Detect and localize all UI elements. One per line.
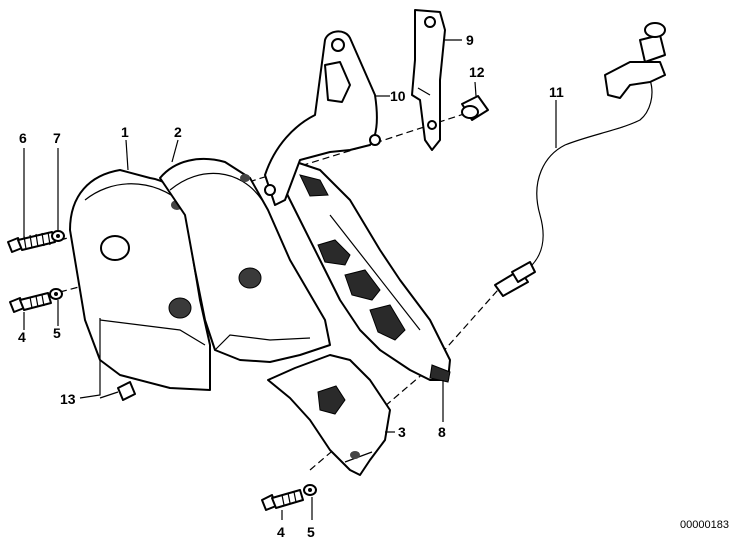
diagram-reference-number: 00000183: [680, 519, 729, 531]
callout-10: 10: [390, 88, 406, 104]
callout-7: 7: [53, 130, 61, 146]
callout-4-bottom: 4: [277, 524, 285, 540]
callout-5-left: 5: [53, 325, 61, 341]
callout-5-bottom: 5: [307, 524, 315, 540]
washer-upper: [51, 230, 65, 242]
bolt-bottom: [261, 489, 304, 511]
bracket-arm: [264, 30, 381, 206]
sensor-cable: [494, 22, 666, 297]
washer-bottom: [303, 484, 317, 496]
upper-timing-cover-rear: [159, 158, 331, 363]
spacer-sleeve: [461, 95, 489, 121]
callout-8: 8: [438, 424, 446, 440]
callout-6: 6: [19, 130, 27, 146]
callout-12: 12: [469, 64, 485, 80]
upper-timing-cover-front: [69, 169, 211, 391]
callout-3: 3: [398, 424, 406, 440]
dowel-sleeve: [117, 381, 136, 401]
callout-11: 11: [549, 84, 564, 100]
leader-lines: [23, 39, 557, 520]
callout-4-left: 4: [18, 329, 26, 345]
callout-13: 13: [60, 391, 76, 407]
callout-2: 2: [174, 124, 182, 140]
washer-left: [49, 288, 63, 300]
cover-bore-hole: [100, 235, 130, 261]
lower-timing-cover: [267, 354, 391, 476]
bolt-left: [9, 292, 52, 313]
bolt-m6: [7, 231, 56, 253]
callout-labels: 6 7 1 2 4 5 13 3 8 9 10 12 11 4 5: [18, 32, 564, 540]
sensor-bracket-plate: [411, 9, 446, 151]
callout-9: 9: [466, 32, 474, 48]
callout-1: 1: [121, 124, 129, 140]
rear-cover-boss: [238, 267, 262, 289]
cover-bolt-boss: [168, 297, 192, 319]
lower-cover-bracket: [284, 159, 451, 383]
